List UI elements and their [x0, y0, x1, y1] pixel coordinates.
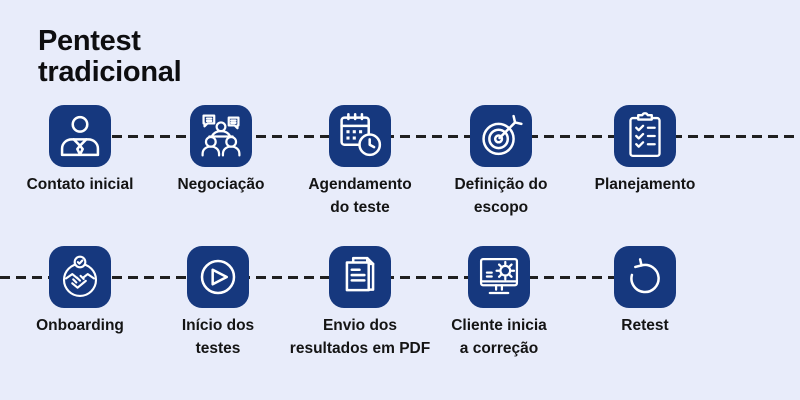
step-definicao-escopo: Definição do escopo: [421, 105, 581, 219]
step-label: Negociação: [177, 176, 265, 193]
step-retest: Retest: [565, 246, 725, 337]
play-icon: [200, 259, 236, 295]
calendar-clock-icon: [340, 112, 382, 157]
flow-connector-row2: [0, 275, 645, 279]
step-label: Onboarding: [36, 317, 124, 334]
step-icon-tile: [614, 105, 676, 167]
target-arrow-icon: [482, 114, 523, 156]
step-inicio-testes: Início dos testes: [138, 246, 298, 360]
retry-arrow-icon: [630, 258, 660, 294]
step-contato-inicial: Contato inicial: [0, 105, 160, 196]
negotiation-chat-icon: [201, 114, 241, 157]
step-agendamento: Agendamento do teste: [280, 105, 440, 219]
step-label: Retest: [621, 317, 669, 334]
step-icon-tile: [614, 246, 676, 308]
step-icon-tile: [187, 246, 249, 308]
step-label: Agendamento do teste: [308, 176, 412, 216]
step-label: Planejamento: [594, 176, 696, 193]
step-label: Envio dos resultados em PDF: [289, 317, 431, 357]
step-icon-tile: [49, 246, 111, 308]
step-planejamento: Planejamento: [565, 105, 725, 196]
clipboard-checklist-icon: [629, 112, 661, 158]
step-label: Cliente inicia a correção: [451, 317, 547, 357]
step-onboarding: Onboarding: [0, 246, 160, 337]
step-cliente-correcao: Cliente inicia a correção: [419, 246, 579, 360]
business-person-icon: [60, 115, 100, 157]
step-icon-tile: [49, 105, 111, 167]
step-icon-tile: [190, 105, 252, 167]
page-title: Pentest tradicional: [38, 25, 182, 88]
step-negociacao: Negociação: [141, 105, 301, 196]
step-icon-tile: [329, 246, 391, 308]
step-envio-resultados: Envio dos resultados em PDF: [280, 246, 440, 360]
step-icon-tile: [329, 105, 391, 167]
step-label: Contato inicial: [26, 176, 134, 193]
step-label: Definição do escopo: [454, 176, 548, 216]
document-report-icon: [345, 256, 375, 292]
step-icon-tile: [470, 105, 532, 167]
monitor-gear-icon: [479, 257, 519, 295]
step-icon-tile: [468, 246, 530, 308]
flow-connector-row1: [80, 134, 800, 138]
step-label: Início dos testes: [181, 317, 255, 357]
handshake-icon: [62, 255, 98, 297]
